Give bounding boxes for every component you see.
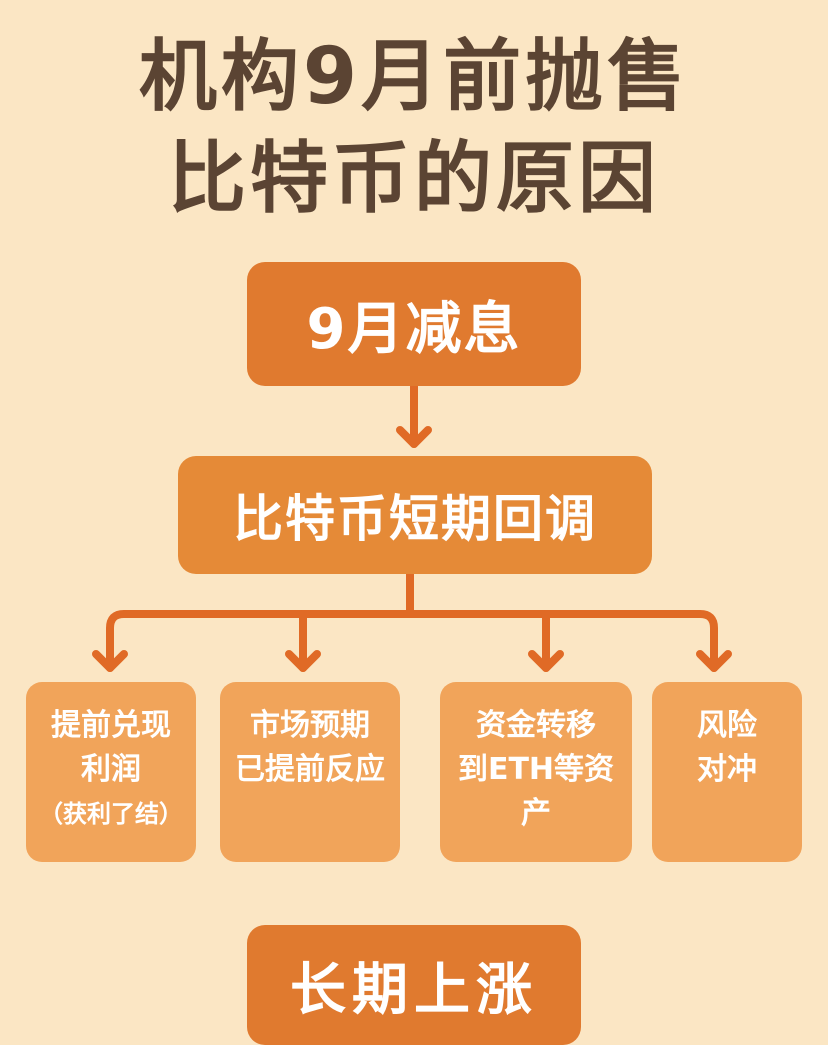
leaf-take-profit-line-1: 提前兑现 bbox=[51, 708, 171, 743]
leaf-take-profit-note: （获利了结） bbox=[39, 800, 183, 828]
arrowhead-leaf-4 bbox=[696, 650, 732, 672]
node-btc-short-term-pullback: 比特币短期回调 bbox=[178, 456, 652, 574]
leaf-risk-hedge: 风险 对冲 bbox=[652, 682, 802, 862]
arrowhead-leaf-2 bbox=[285, 650, 321, 672]
leaf-market-priced-in: 市场预期 已提前反应 bbox=[220, 682, 400, 862]
leaf-risk-hedge-line-2: 对冲 bbox=[697, 752, 757, 787]
node-rate-cut: 9月减息 bbox=[247, 262, 581, 386]
arrowhead-leaf-1 bbox=[92, 650, 128, 672]
page-title-line-1: 机构9月前抛售 bbox=[138, 32, 690, 122]
leaf-capital-rotation-line-2: 到ETH等资 bbox=[457, 752, 615, 787]
leaf-capital-rotation-line-3: 产 bbox=[521, 796, 551, 831]
leaf-capital-rotation: 资金转移 到ETH等资 产 bbox=[440, 682, 632, 862]
node-long-term-rise-label: 长期上涨 bbox=[290, 958, 538, 1023]
connector-lines bbox=[92, 382, 732, 672]
page-title-line-2: 比特币的原因 bbox=[167, 134, 660, 224]
leaf-capital-rotation-line-1: 资金转移 bbox=[476, 708, 596, 743]
leaf-risk-hedge-line-1: 风险 bbox=[697, 708, 757, 743]
arrowhead-leaf-3 bbox=[528, 650, 564, 672]
leaf-take-profit: 提前兑现 利润 （获利了结） bbox=[26, 682, 196, 862]
leaf-market-priced-in-line-1: 市场预期 bbox=[250, 708, 370, 743]
arrowhead-middle bbox=[396, 426, 432, 448]
node-rate-cut-label: 9月减息 bbox=[306, 296, 522, 362]
leaf-take-profit-line-2: 利润 bbox=[81, 752, 141, 787]
leaf-market-priced-in-line-2: 已提前反应 bbox=[235, 752, 385, 787]
connector-branch-bar bbox=[106, 610, 718, 672]
node-long-term-rise: 长期上涨 bbox=[247, 925, 581, 1045]
node-btc-short-term-pullback-label: 比特币短期回调 bbox=[233, 490, 597, 548]
